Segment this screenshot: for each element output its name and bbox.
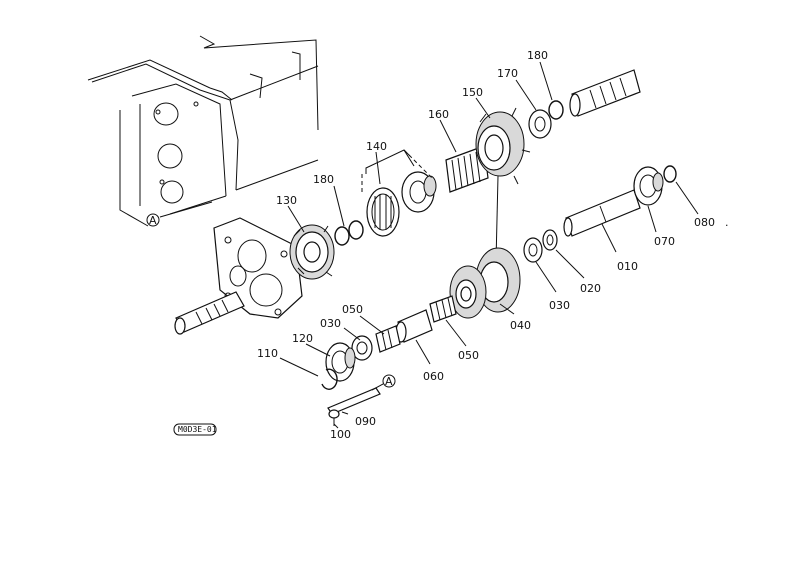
- label-020: 020: [580, 282, 601, 295]
- output-shaft-upper: [569, 69, 641, 117]
- label-050-left: 050: [342, 303, 363, 316]
- label-060: 060: [423, 370, 444, 383]
- label-050-right: 050: [458, 349, 479, 362]
- spacer-060: [395, 309, 433, 343]
- label-030-right: 030: [549, 299, 570, 312]
- needle-bearing-160: [445, 145, 489, 193]
- snap-ring-110: [321, 368, 338, 390]
- needle-bearing-050-right: [429, 295, 457, 323]
- drawing-code-tag: M0D3E-01: [173, 423, 217, 436]
- leader-lines: [279, 61, 699, 429]
- assembly-140: [365, 149, 437, 237]
- reference-letter: A: [385, 375, 393, 388]
- counter-shaft-010: [563, 189, 641, 237]
- bearing-070: [633, 166, 664, 206]
- label-010: 010: [617, 260, 638, 273]
- washer-030-left: [351, 335, 373, 361]
- label-140: 140: [366, 140, 387, 153]
- label-030-left: 030: [320, 317, 341, 330]
- bearing-120: [325, 342, 356, 382]
- washer-030-right: [523, 237, 543, 263]
- snap-ring-180-lower: [334, 220, 364, 246]
- needle-bearing-050-left: [375, 325, 401, 353]
- label-080: 080: [694, 216, 715, 229]
- label-100: 100: [330, 428, 351, 441]
- label-160: 160: [428, 108, 449, 121]
- gear-130: [289, 224, 335, 280]
- label-180-upper: 180: [527, 49, 548, 62]
- cluster-gear-040: [449, 247, 521, 319]
- label-070: 070: [654, 235, 675, 248]
- label-090: 090: [355, 415, 376, 428]
- ring-080: [663, 165, 677, 183]
- label-180-lower: 180: [313, 173, 334, 186]
- gear-150: [475, 107, 531, 185]
- reference-letter: A: [149, 214, 157, 227]
- bolt-100: [328, 409, 340, 426]
- reference-marker-a-upper: A: [146, 201, 213, 227]
- label-040: 040: [510, 319, 531, 332]
- label-150: 150: [462, 86, 483, 99]
- label-120: 120: [292, 332, 313, 345]
- part-labels: 130 180 140 160 150 170 180 010 020 030 …: [257, 49, 729, 441]
- reference-marker-a-lower: A: [371, 374, 396, 391]
- transmission-housing: [87, 35, 319, 227]
- drawing-code: M0D3E-01: [178, 425, 217, 434]
- label-110: 110: [257, 347, 278, 360]
- snap-ring-180-upper: [548, 100, 564, 120]
- collar-020: [542, 229, 558, 251]
- label-130: 130: [276, 194, 297, 207]
- label-170: 170: [497, 67, 518, 80]
- washer-170: [528, 109, 552, 139]
- label-dot: .: [725, 216, 729, 229]
- input-shaft: [174, 291, 245, 335]
